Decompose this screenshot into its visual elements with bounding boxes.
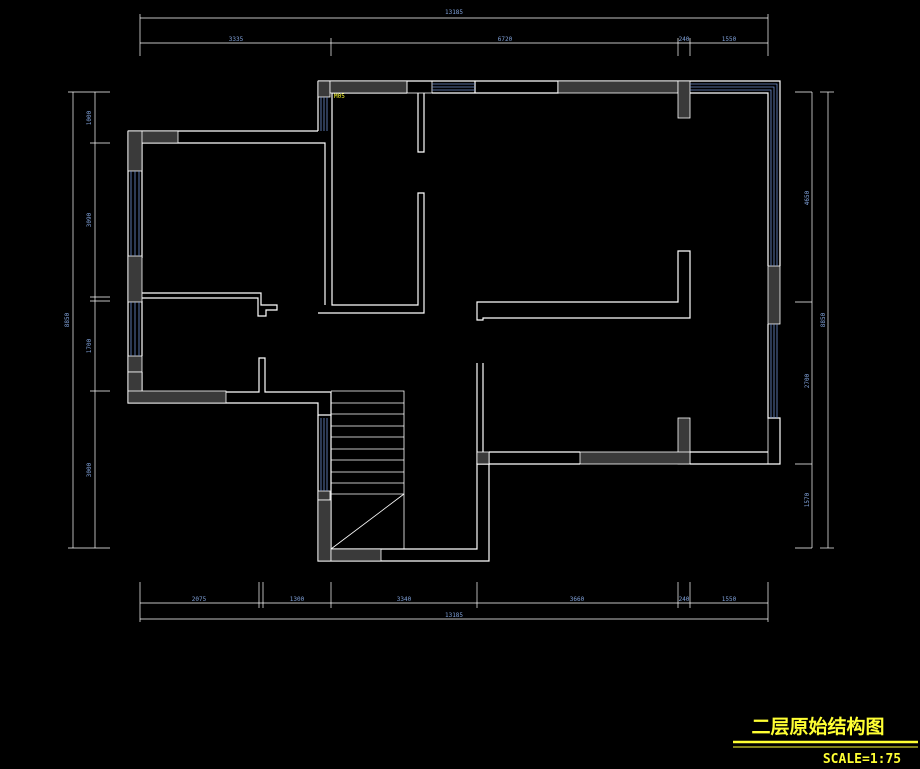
left-dimension-segment: 1700	[86, 338, 93, 353]
left-dimension-segment: 1000	[86, 110, 93, 125]
bottom-dimension-segment: 1300	[290, 596, 305, 603]
left-dimension-segment: 3000	[86, 462, 93, 477]
top-dimension-chain: 13185 3335 6720 240 1550	[139, 9, 769, 56]
staircase	[330, 390, 405, 550]
windows	[130, 83, 778, 491]
bottom-dimension-segment: 240	[679, 596, 690, 603]
bottom-dimension-segment: 2075	[192, 596, 207, 603]
drawing-title: 二层原始结构图	[751, 715, 884, 738]
right-overall-dimension: 8850	[820, 312, 827, 327]
bottom-dimension-segment: 3660	[570, 596, 585, 603]
top-overall-dimension: 13185	[445, 9, 463, 16]
right-dimension-segment: 4650	[804, 190, 811, 205]
right-dimension-segment: 2700	[804, 373, 811, 388]
top-dimension-segment: 3335	[229, 36, 244, 43]
bottom-dimension-segment: 3340	[397, 596, 412, 603]
drawing-scale: SCALE=1:75	[823, 752, 901, 767]
title-block: 二层原始结构图 SCALE=1:75	[733, 715, 918, 767]
left-dimension-chain: 8850 1000 3090 1700 3000	[64, 91, 110, 549]
left-dimension-segment: 3090	[86, 212, 93, 227]
top-dimension-segment: 6720	[498, 36, 513, 43]
column-marker: M05	[334, 93, 345, 100]
top-dimension-segment: 1550	[722, 36, 737, 43]
bottom-dimension-chain: 2075 1300 3340 3660 240 1550 13185	[139, 582, 769, 622]
right-dimension-chain: 4650 2700 1570 8850	[795, 91, 834, 549]
structural-fills	[127, 80, 781, 562]
left-overall-dimension: 8850	[64, 312, 71, 327]
bottom-overall-dimension: 13185	[445, 612, 463, 619]
top-dimension-segment: 240	[679, 36, 690, 43]
bottom-dimension-segment: 1550	[722, 596, 737, 603]
right-dimension-segment: 1570	[804, 492, 811, 507]
walls	[127, 80, 781, 562]
